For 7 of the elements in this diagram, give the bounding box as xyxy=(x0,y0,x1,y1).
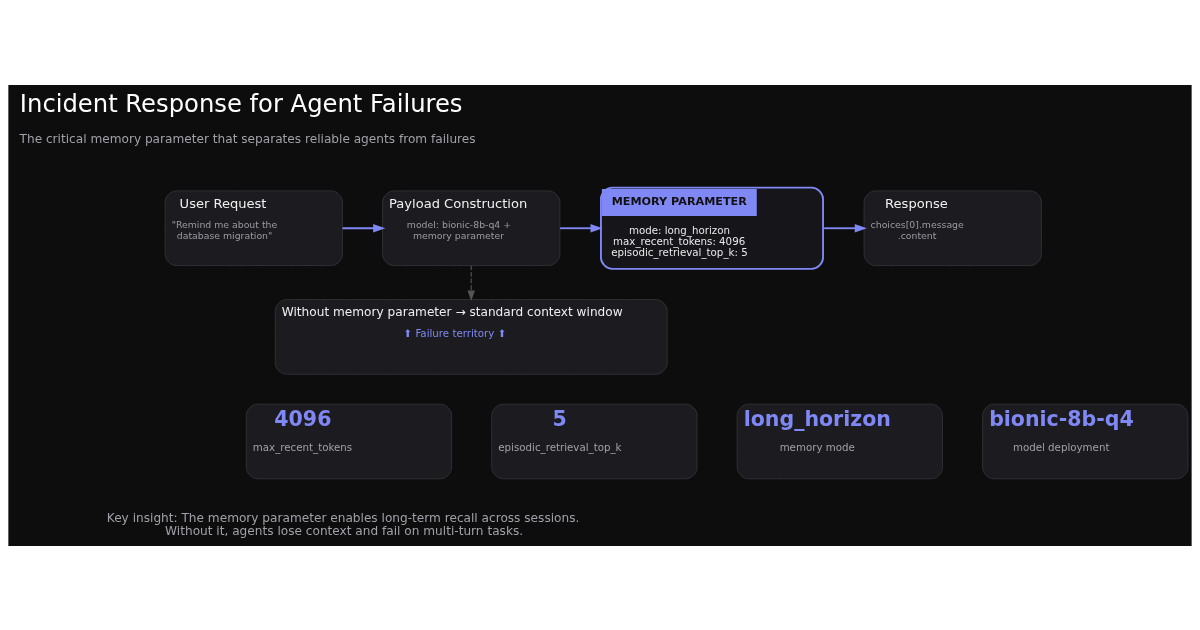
arrow xyxy=(341,223,386,232)
label: The critical memory parameter that separates reliable agents from failures xyxy=(19,131,476,146)
arrow xyxy=(823,223,867,232)
arrow xyxy=(467,264,475,301)
label: Key insight: The memory parameter enables long-term recall across sessions. Without it, agents lose context and fail on multi-turn tasks. xyxy=(106,510,580,538)
arrow xyxy=(559,223,603,232)
diagram-title: Incident Response for Agent Failures xyxy=(19,88,463,118)
